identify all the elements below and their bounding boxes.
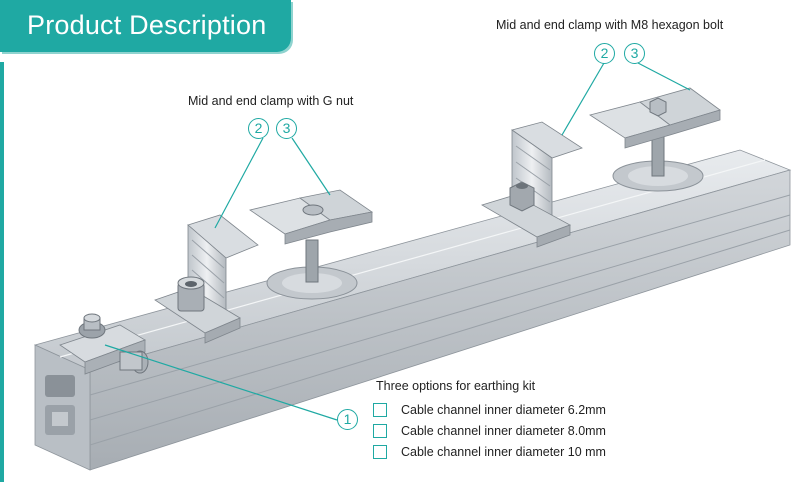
earthing-option-6-2: Cable channel inner diameter 6.2mm: [373, 402, 606, 418]
checkbox-icon: [373, 424, 387, 438]
earthing-title: Three options for earthing kit: [376, 379, 536, 393]
g-nut-mid-clamp: [249, 189, 374, 300]
callout-m8-bolt-2: 2: [594, 43, 615, 64]
callout-earthing-1: 1: [337, 409, 358, 430]
accent-bar: [0, 62, 4, 482]
callout-g-nut-3: 3: [276, 118, 297, 139]
checkbox-icon: [373, 403, 387, 417]
earthing-option-8-0: Cable channel inner diameter 8.0mm: [373, 423, 606, 439]
checkbox-icon: [373, 445, 387, 459]
callout-g-nut-2: 2: [248, 118, 269, 139]
earthing-option-label: Cable channel inner diameter 6.2mm: [401, 403, 606, 417]
m8-bolt-label: Mid and end clamp with M8 hexagon bolt: [496, 18, 724, 32]
mounting-rail: [33, 149, 792, 471]
g-nut-label: Mid and end clamp with G nut: [188, 94, 354, 108]
section-header: Product Description: [0, 0, 291, 52]
earthing-option-label: Cable channel inner diameter 8.0mm: [401, 424, 606, 438]
g-nut-end-clamp: [154, 214, 259, 344]
m8-bolt-end-clamp: [481, 121, 583, 248]
callout-m8-bolt-3: 3: [624, 43, 645, 64]
earthing-option-label: Cable channel inner diameter 10 mm: [401, 445, 606, 459]
m8-bolt-mid-clamp: [589, 87, 721, 192]
leader-lines: [104, 62, 691, 421]
earthing-option-10: Cable channel inner diameter 10 mm: [373, 444, 606, 460]
section-title: Product Description: [27, 10, 267, 40]
earthing-kit: [59, 313, 149, 375]
